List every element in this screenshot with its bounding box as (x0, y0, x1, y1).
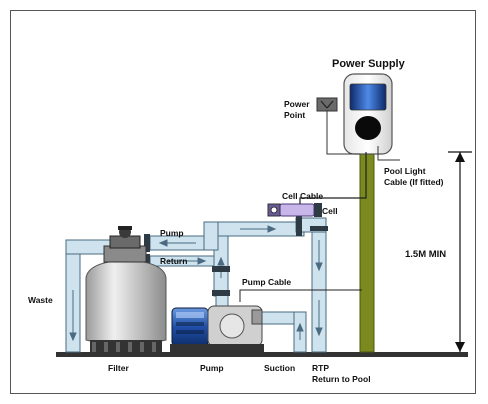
power-point-label-line1: Power (284, 99, 310, 109)
pipe-fittings (144, 214, 328, 296)
height-dimension (448, 151, 472, 352)
power-supply-unit (343, 73, 393, 155)
pump-bottom-label: Pump (200, 363, 224, 373)
power-point-cable (326, 111, 360, 155)
waste-label: Waste (28, 295, 53, 305)
pump-cable (239, 289, 362, 302)
power-supply-label: Power Supply (332, 58, 406, 70)
pump-top-label: Pump (160, 228, 184, 238)
pool-light-label-line2: Cable (If fitted) (384, 177, 444, 187)
sand-filter (85, 226, 167, 352)
return-to-pool-label: Return to Pool (312, 374, 371, 384)
flow-arrows (69, 225, 323, 342)
return-label: Return (160, 256, 187, 266)
cell-cable-label: Cell Cable (282, 191, 323, 201)
power-point-label-line2: Point (284, 110, 305, 120)
ground-line (56, 352, 468, 357)
support-post (359, 153, 375, 353)
suction-label: Suction (264, 363, 295, 373)
chlorinator-cell (267, 203, 322, 217)
power-point (316, 97, 338, 112)
rtp-label: RTP (312, 363, 329, 373)
unit-display (349, 83, 387, 111)
pump-cable-label: Pump Cable (242, 277, 291, 287)
min-height-label: 1.5M MIN (405, 249, 446, 260)
cell-label: Cell (322, 206, 338, 216)
pool-light-cable (377, 146, 400, 161)
cell-cable (299, 152, 367, 204)
unit-dial (355, 116, 381, 140)
filter-label: Filter (108, 363, 129, 373)
pump-unit (170, 305, 264, 352)
pool-light-label-line1: Pool Light (384, 166, 426, 176)
